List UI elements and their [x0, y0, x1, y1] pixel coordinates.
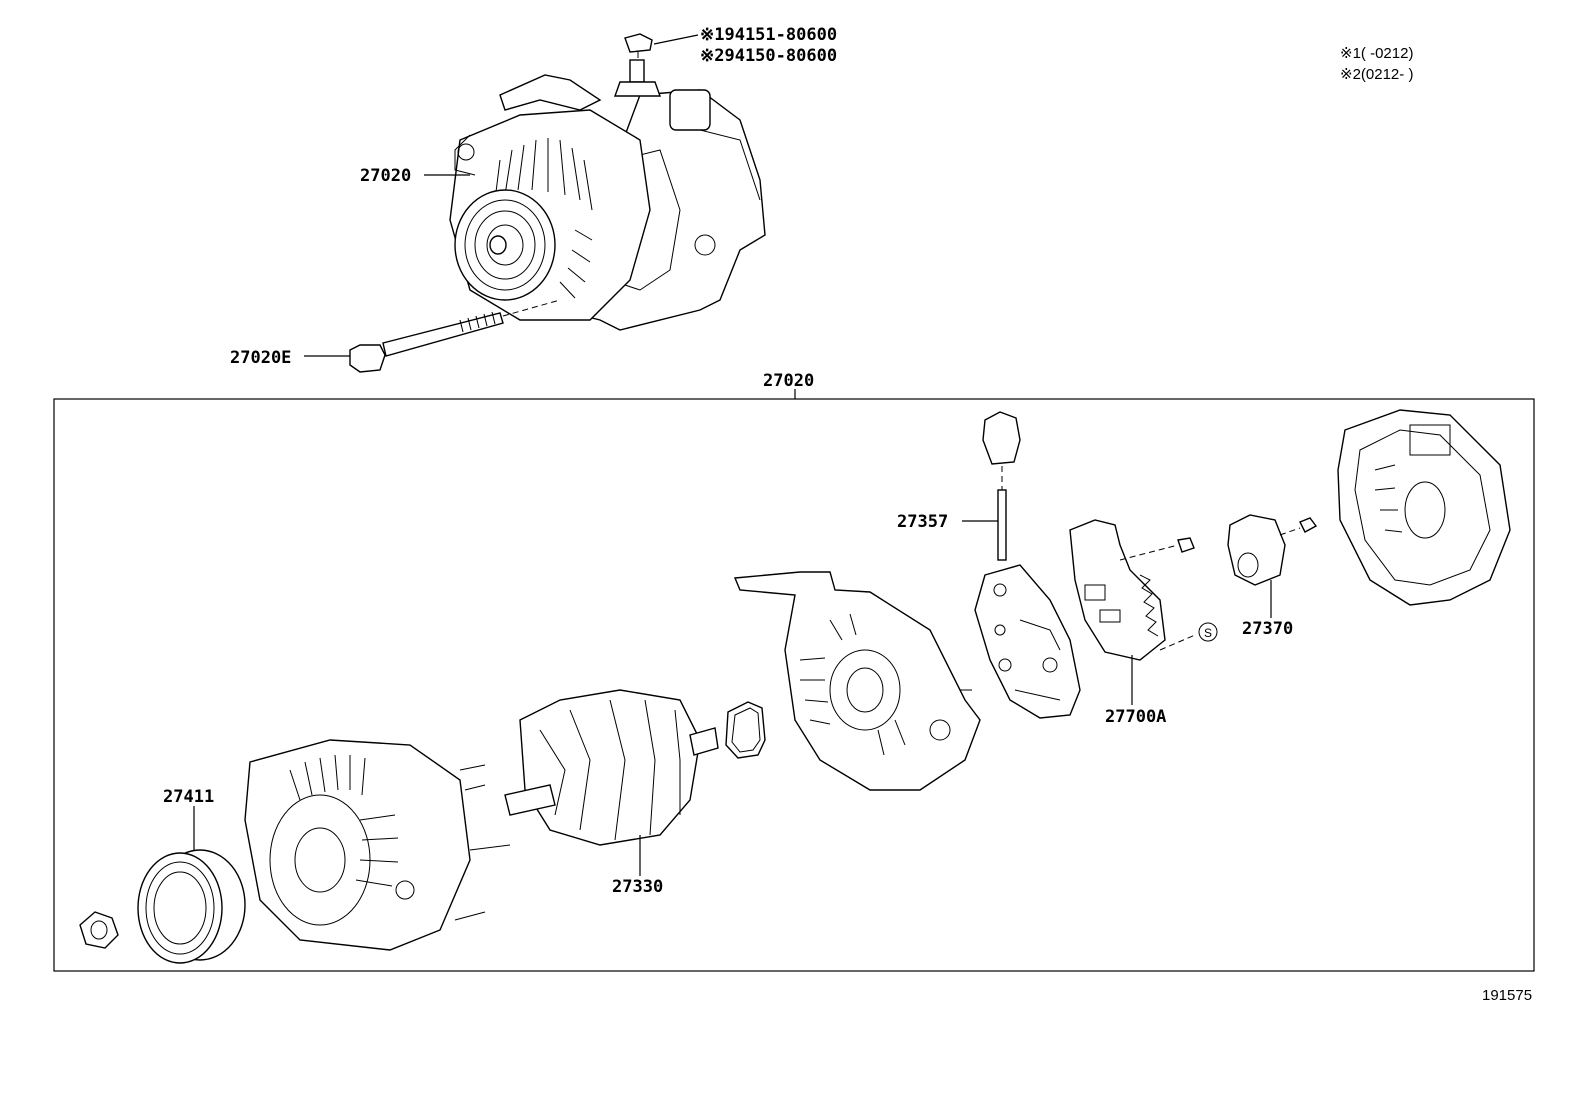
bearing-cover	[725, 701, 766, 759]
label-27020-group: 27020	[763, 371, 814, 391]
drive-end-frame	[244, 739, 511, 951]
note-1: ※1( -0212)	[1340, 45, 1413, 62]
pulley-nut	[79, 911, 119, 949]
pulley-part	[137, 849, 246, 964]
figure-id: 191575	[1482, 987, 1532, 1004]
label-27357: 27357	[897, 512, 948, 532]
rotor-part	[504, 689, 719, 846]
svg-text:S: S	[1204, 626, 1212, 640]
leader-ref1	[653, 34, 699, 45]
rear-end-cover	[1337, 409, 1511, 606]
label-27020e: 27020E	[230, 348, 291, 368]
through-bolt	[349, 299, 561, 373]
regulator-part	[1069, 519, 1196, 661]
label-27370: 27370	[1242, 619, 1293, 639]
ref-label-1: ※194151-80600	[700, 25, 837, 45]
label-27330: 27330	[612, 877, 663, 897]
label-27700a: 27700A	[1105, 707, 1166, 727]
label-27020-top: 27020	[360, 166, 411, 186]
terminal-insulator-part	[982, 411, 1021, 561]
label-27411: 27411	[163, 787, 214, 807]
brush-holder-part	[1227, 514, 1318, 586]
alternator-assembly-drawing	[349, 33, 766, 373]
ref-label-2: ※294150-80600	[700, 46, 837, 66]
fan-fins	[494, 138, 593, 299]
s-mark: S	[1198, 622, 1218, 642]
terminal-nut	[624, 33, 653, 60]
rectifier-end-frame	[733, 571, 981, 791]
rectifier-holder	[974, 564, 1081, 719]
note-2: ※2(0212- )	[1340, 66, 1413, 83]
group-frame	[53, 398, 1535, 972]
